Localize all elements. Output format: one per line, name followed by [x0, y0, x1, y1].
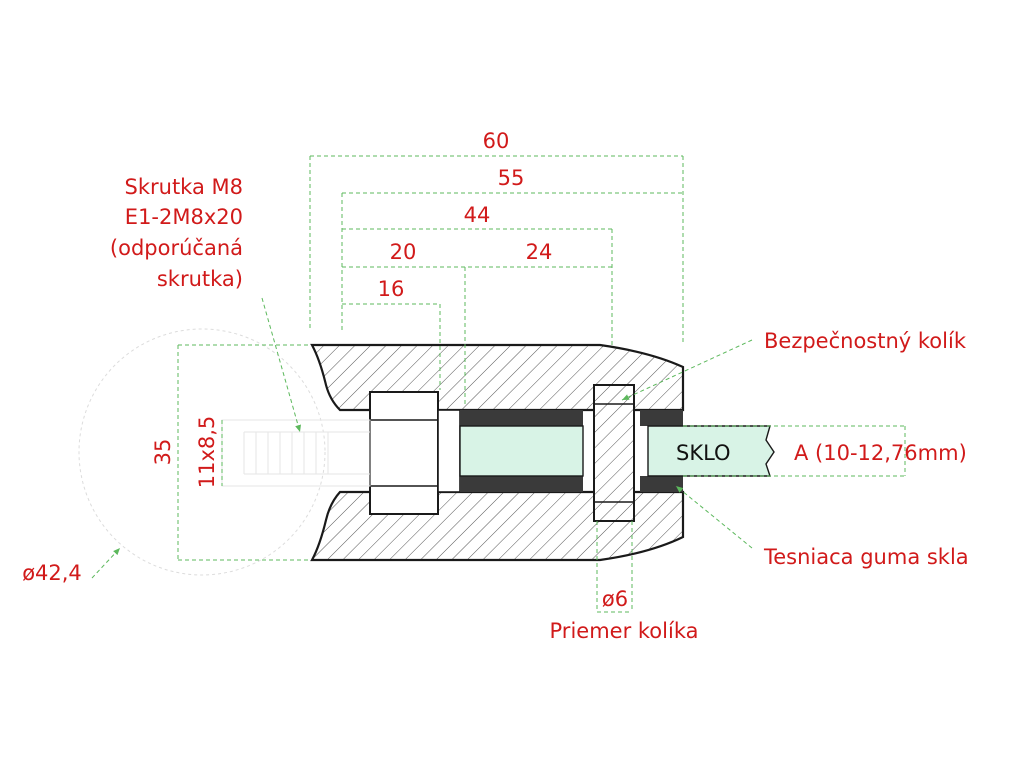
rubber-seal-top-right — [640, 410, 683, 426]
rubber-seal-bottom-right — [640, 476, 683, 492]
glass-thickness-label: A (10-12,76mm) — [794, 441, 967, 465]
bolt-head — [369, 391, 439, 515]
dim-60: 60 — [483, 129, 510, 153]
glass-label: SKLO — [676, 441, 731, 465]
screw-label-line2: E1-2M8x20 — [125, 205, 243, 229]
dim-44: 44 — [464, 203, 491, 227]
dim-6: ø6 — [602, 587, 628, 611]
pin-label: Bezpečnostný kolík — [764, 329, 967, 353]
dim-16: 16 — [378, 277, 405, 301]
screw-thread — [243, 431, 370, 475]
dim-55: 55 — [498, 166, 525, 190]
dim-20: 20 — [390, 240, 417, 264]
dim-42: ø42,4 — [22, 561, 82, 585]
dim-35: 35 — [151, 439, 175, 466]
leader-lines — [91, 297, 753, 579]
diameter-circle — [78, 328, 326, 576]
dim-24: 24 — [526, 240, 553, 264]
screw-label-line4: skrutka) — [157, 267, 243, 291]
glass-pane-right — [647, 425, 775, 477]
rubber-seal-top — [460, 410, 583, 426]
seal-label: Tesniaca guma skla — [763, 545, 969, 569]
glass-pane — [459, 425, 584, 477]
bolt-washer — [437, 409, 461, 493]
rubber-seal-bottom — [460, 476, 583, 492]
dim-11x85: 11x8,5 — [195, 416, 219, 489]
pin-diameter-label: Priemer kolíka — [550, 619, 699, 643]
safety-pin — [593, 384, 635, 522]
screw-label-line1: Skrutka M8 — [125, 175, 243, 199]
screw-outline — [221, 419, 371, 487]
screw-label-line3: (odporúčaná — [110, 236, 243, 260]
dimension-lines — [177, 155, 906, 613]
